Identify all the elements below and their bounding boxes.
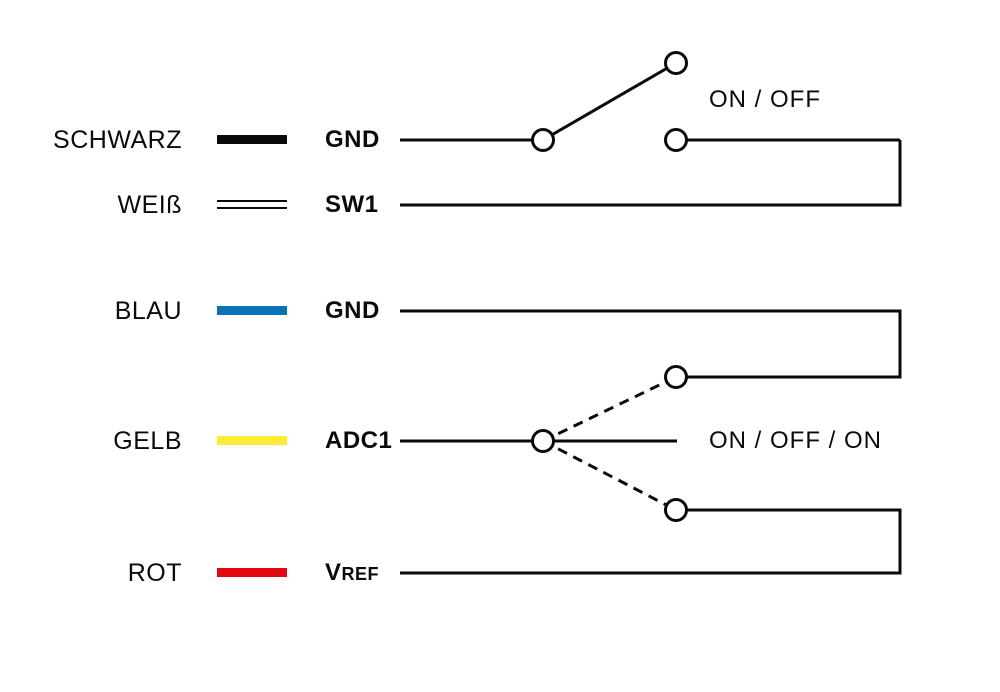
signal-label-vref-sub: REF	[341, 564, 380, 584]
switch1-mode-label: ON / OFF	[709, 86, 821, 113]
wire-color-label-gelb: GELB	[113, 427, 182, 455]
wire-swatch-red	[217, 568, 287, 577]
wire-color-label-schwarz: SCHWARZ	[53, 126, 182, 154]
signal-label-adc1: ADC1	[325, 427, 393, 454]
signal-label-vref: VREF	[325, 558, 485, 588]
switch1-lever-line	[542, 61, 677, 142]
wire-swatch-yellow	[217, 436, 287, 445]
wire-color-label-rot: ROT	[127, 559, 182, 587]
vref-return-line	[400, 508, 902, 575]
switch2-dashed-throw-down-line	[542, 439, 677, 512]
signal-label-sw1: SW1	[325, 191, 379, 218]
switch1-open-terminal	[664, 51, 688, 75]
switch2-mode-label: ON / OFF / ON	[709, 427, 882, 454]
switch1-output-terminal	[664, 128, 688, 152]
switch2-throw-down-terminal	[664, 498, 688, 522]
signal-label-gnd-1: GND	[325, 126, 380, 153]
wire-swatch-black	[217, 135, 287, 144]
gnd2-wire-line	[400, 309, 902, 379]
wire-color-label-weiss: WEIß	[117, 191, 182, 219]
wire-color-label-blau: BLAU	[114, 297, 182, 325]
wire-swatch-white	[217, 200, 287, 209]
switch2-dashed-throw-up-line	[542, 375, 677, 443]
sw1-return-line	[400, 140, 902, 207]
switch1-common-terminal	[531, 128, 555, 152]
wire-swatch-blue	[217, 306, 287, 315]
switch2-throw-up-terminal	[664, 365, 688, 389]
signal-label-gnd-2: GND	[325, 297, 380, 324]
signal-label-vref-main: V	[325, 559, 342, 586]
switch2-common-terminal	[531, 429, 555, 453]
